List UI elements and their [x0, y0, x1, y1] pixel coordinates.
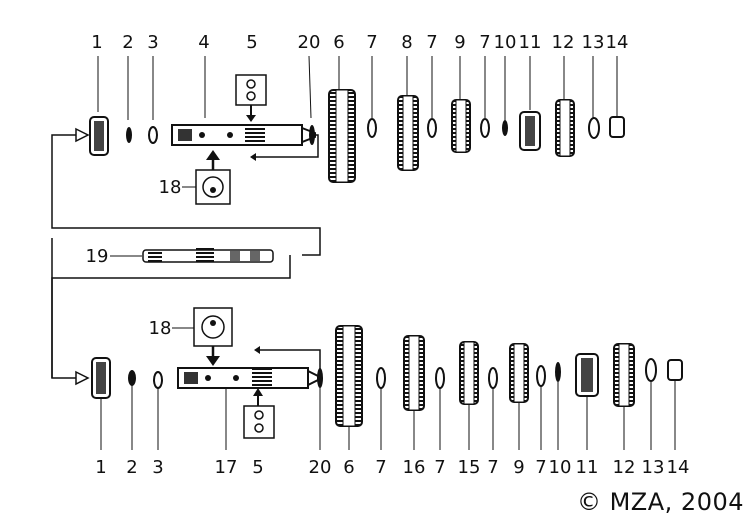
- bottom-assembly: 18: [91, 307, 690, 478]
- label-15-bottom: 15: [458, 457, 481, 478]
- label-12-bottom: 12: [613, 457, 636, 478]
- label-14-top: 14: [606, 32, 629, 53]
- washer-10-bottom: [555, 362, 561, 382]
- label-13-top: 13: [582, 32, 605, 53]
- bearing-1-top: [89, 116, 109, 156]
- shaft-4-top: [171, 124, 316, 146]
- label-10-top: 10: [494, 32, 517, 53]
- label-3-top: 3: [147, 32, 158, 53]
- gear-15-bottom: [459, 341, 479, 405]
- bracket-arrow-top: [252, 134, 319, 158]
- nut-14-bottom: [667, 359, 683, 381]
- washer-20-top: [309, 125, 315, 145]
- label-18-bottom: 18: [149, 318, 172, 339]
- bearing-11-top: [519, 111, 541, 151]
- top-leader-lines: [97, 55, 618, 120]
- washer-3-top: [148, 126, 158, 144]
- gear-6-top: [328, 89, 356, 183]
- label-18-top: 18: [159, 177, 182, 198]
- washer-7c-top: [480, 118, 490, 138]
- label-9-bottom: 9: [513, 457, 524, 478]
- label-7c-top: 7: [479, 32, 490, 53]
- sprocket-12-top: [555, 99, 575, 157]
- label-8-top: 8: [401, 32, 412, 53]
- connector-lines: [51, 134, 321, 379]
- balls-inset-5-bottom: [243, 388, 275, 439]
- label-1-bottom: 1: [95, 457, 106, 478]
- bottom-leader-lines: [100, 380, 676, 450]
- washer-13-top: [588, 117, 600, 139]
- shaft-17-bottom: [177, 367, 319, 389]
- washer-7a-top: [367, 118, 377, 138]
- label-11-bottom: 11: [576, 457, 599, 478]
- arrow-to-bearing-bottom: [75, 370, 90, 386]
- label-7a-top: 7: [366, 32, 377, 53]
- nut-14-top: [609, 116, 625, 138]
- gear-9-bottom: [509, 343, 529, 403]
- label-7b-top: 7: [426, 32, 437, 53]
- label-3-bottom: 3: [152, 457, 163, 478]
- label-5-bottom: 5: [252, 457, 263, 478]
- label-6-top: 6: [333, 32, 344, 53]
- label-20-top: 20: [298, 32, 321, 53]
- bearing-1-bottom: [91, 357, 111, 399]
- label-14-bottom: 14: [667, 457, 690, 478]
- bearing-11-bottom: [575, 353, 599, 397]
- sprocket-12-bottom: [613, 343, 635, 407]
- label-2-bottom: 2: [126, 457, 137, 478]
- washer-2-top: [126, 127, 132, 143]
- label-5-top: 5: [246, 32, 257, 53]
- washer-3-bottom: [153, 371, 163, 389]
- shaft-19: 19: [86, 246, 274, 267]
- washer-13-bottom: [645, 358, 657, 382]
- label-9-top: 9: [454, 32, 465, 53]
- label-7a-bottom: 7: [375, 457, 386, 478]
- top-assembly: 1 2 3 4 5 20 6 7 8 7 9 7 10 11 12 13 14: [89, 32, 629, 205]
- label-2-top: 2: [122, 32, 133, 53]
- label-12-top: 12: [552, 32, 575, 53]
- washer-7c-bottom: [488, 367, 498, 389]
- label-6-bottom: 6: [343, 457, 354, 478]
- washer-2-bottom: [128, 370, 136, 386]
- gear-16-bottom: [403, 335, 425, 411]
- cap-inset-18-bottom: 18: [149, 307, 233, 366]
- label-13-bottom: 13: [642, 457, 665, 478]
- gear-8-top: [397, 95, 419, 171]
- label-7c-bottom: 7: [487, 457, 498, 478]
- washer-7d-bottom: [536, 365, 546, 387]
- arrow-to-bearing-top: [75, 127, 90, 143]
- label-20-bottom: 20: [309, 457, 332, 478]
- gear-6-bottom: [335, 325, 363, 427]
- washer-10-top: [502, 120, 508, 136]
- label-1-top: 1: [91, 32, 102, 53]
- washer-7b-top: [427, 118, 437, 138]
- copyright-notice: © MZA, 2004: [576, 488, 744, 516]
- washer-7a-bottom: [376, 367, 386, 389]
- label-16-bottom: 16: [403, 457, 426, 478]
- cap-inset-18-top: 18: [159, 150, 231, 205]
- label-19: 19: [86, 246, 109, 267]
- label-7b-bottom: 7: [434, 457, 445, 478]
- washer-7b-bottom: [435, 367, 445, 389]
- label-11-top: 11: [519, 32, 542, 53]
- washer-20-bottom: [317, 368, 323, 388]
- gear-9-top: [451, 99, 471, 153]
- label-17-bottom: 17: [215, 457, 238, 478]
- label-4-top: 4: [198, 32, 209, 53]
- label-10-bottom: 10: [549, 457, 572, 478]
- label-7d-bottom: 7: [535, 457, 546, 478]
- balls-inset-5-top: [235, 74, 267, 122]
